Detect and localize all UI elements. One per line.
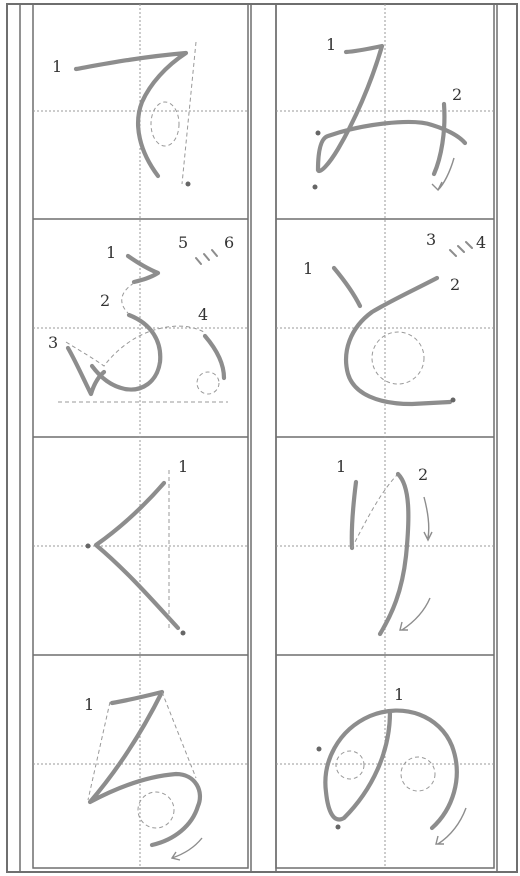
guide-line [181, 41, 197, 185]
stroke-path [377, 471, 411, 637]
guide-line [121, 282, 135, 314]
character-cell-te: 1 [52, 41, 197, 187]
stroke-path [89, 312, 163, 392]
end-dot [185, 181, 191, 187]
stroke-path [125, 253, 161, 285]
guide-oval [137, 791, 175, 829]
guide-line [87, 691, 197, 801]
guide-line [65, 325, 205, 367]
stroke-path [202, 333, 227, 381]
stroke-number: 2 [450, 275, 460, 294]
guide-oval [400, 756, 436, 792]
guide-oval [335, 750, 365, 780]
stroke-number: 3 [426, 230, 436, 249]
stroke-path [349, 479, 359, 551]
stroke-number: 1 [303, 259, 313, 278]
start-dot [316, 746, 322, 752]
stroke-number: 1 [106, 243, 116, 262]
guide-line [351, 473, 399, 549]
direction-arrow-icon [399, 597, 431, 631]
stroke-number: 2 [100, 291, 110, 310]
stroke-path [73, 50, 189, 179]
stroke-number: 6 [224, 233, 234, 252]
stroke-number: 1 [52, 57, 62, 76]
stroke-number: 1 [394, 685, 404, 704]
stroke-path [323, 708, 459, 831]
stroke-number: 2 [452, 85, 462, 104]
stroke-path [93, 480, 181, 631]
stroke-number: 1 [326, 35, 336, 54]
sheet-frame [6, 3, 518, 873]
end-dot [335, 824, 341, 830]
direction-arrow-icon [170, 837, 203, 861]
character-cell-mi: 1 2 [312, 35, 468, 192]
stroke-path [431, 101, 447, 177]
stroke-path [331, 265, 363, 309]
stroke-path [343, 275, 453, 407]
guide-oval [150, 101, 180, 147]
start-dot [85, 543, 91, 549]
stroke-number: 5 [178, 233, 188, 252]
guide-oval [196, 371, 220, 395]
end-dot [450, 397, 456, 403]
stroke-number: 2 [418, 465, 428, 484]
direction-arrow-icon [431, 157, 455, 192]
guide-oval [371, 331, 425, 385]
stroke-path [315, 43, 468, 173]
stroke-number: 4 [476, 233, 486, 252]
stroke-path [449, 241, 473, 257]
stroke-path [87, 689, 203, 848]
stroke-number: 1 [84, 695, 94, 714]
stroke-number: 3 [48, 333, 58, 352]
character-cell-ri: 1 2 [336, 457, 433, 637]
character-cell-ro: 1 [84, 689, 203, 861]
end-dot [180, 630, 186, 636]
direction-arrow-icon [435, 807, 467, 845]
stroke-number: 1 [178, 457, 188, 476]
direction-arrow-icon [423, 496, 433, 542]
character-cell-ku: 1 [85, 457, 188, 636]
start-dot [315, 130, 321, 136]
character-cell-fu: 1 2 3 4 5 6 [48, 233, 234, 403]
stroke-path [195, 249, 218, 265]
end-dot [312, 184, 318, 190]
stroke-path [65, 345, 107, 397]
character-cell-to: 1 2 3 4 [303, 230, 486, 407]
character-cell-no: 1 [316, 685, 467, 845]
stroke-number: 4 [198, 305, 208, 324]
stroke-number: 1 [336, 457, 346, 476]
